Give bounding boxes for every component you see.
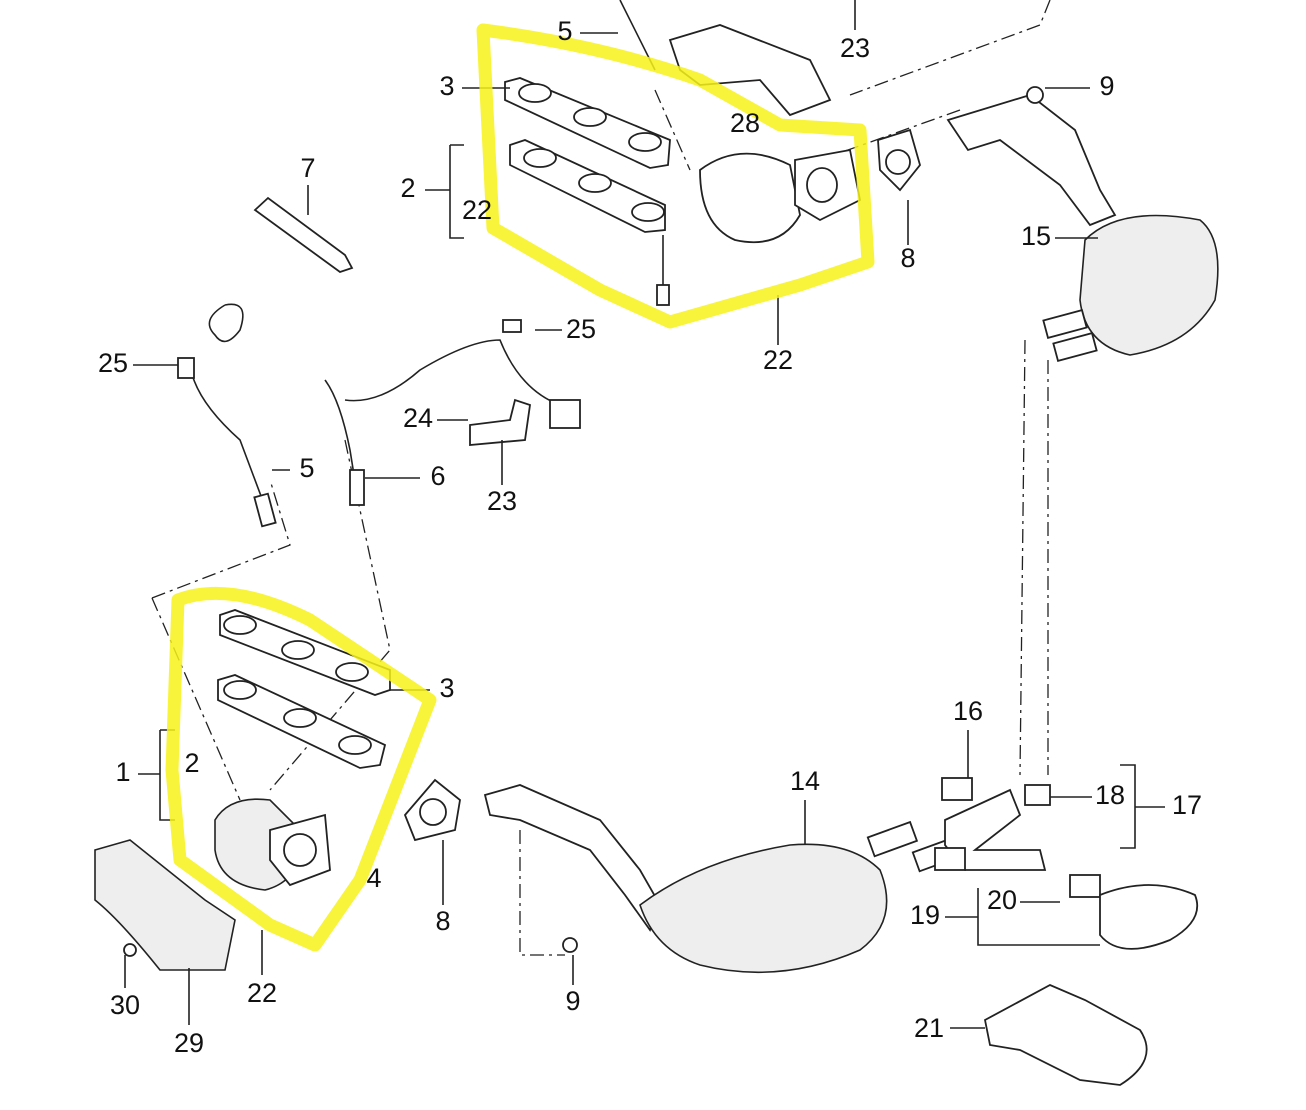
callout-28: 28 — [730, 108, 760, 138]
callout-22: 22 — [763, 345, 793, 375]
callout-22: 22 — [247, 978, 277, 1008]
highlight-bottom-manifold — [165, 586, 437, 952]
callout-2: 2 — [400, 173, 415, 203]
callout-9: 9 — [565, 986, 580, 1016]
bottom-manifold-assembly — [94, 609, 391, 971]
callout-19: 19 — [910, 900, 940, 930]
callout-8: 8 — [900, 243, 915, 273]
callout-23: 23 — [840, 33, 870, 63]
callout-4: 4 — [366, 863, 381, 893]
callout-5: 5 — [299, 453, 314, 483]
callout-29: 29 — [174, 1028, 204, 1058]
rear-pipes-and-tips — [934, 777, 1199, 1086]
callout-20: 20 — [987, 885, 1017, 915]
callout-6: 6 — [430, 461, 445, 491]
rear-muffler-15 — [946, 86, 1219, 362]
callout-1: 1 — [115, 757, 130, 787]
callout-5: 5 — [557, 16, 572, 46]
gasket-top-hole — [885, 149, 911, 175]
callout-14: 14 — [790, 766, 820, 796]
callout-16: 16 — [953, 696, 983, 726]
sealant-tube — [253, 196, 354, 274]
callout-9: 9 — [1099, 71, 1114, 101]
callout-2: 2 — [184, 748, 199, 778]
callout-15: 15 — [1021, 221, 1051, 251]
callout-22: 22 — [462, 195, 492, 225]
callout-7: 7 — [300, 153, 315, 183]
callout-25: 25 — [98, 348, 128, 378]
callout-3: 3 — [439, 673, 454, 703]
callout-30: 30 — [110, 990, 140, 1020]
gasket-bottom-hole — [419, 798, 447, 826]
callout-labels: 5 23 9 3 28 2 22 7 8 15 25 22 25 5 24 6 … — [98, 16, 1202, 1058]
oxygen-sensors — [177, 303, 581, 528]
callout-25: 25 — [566, 314, 596, 344]
callout-21: 21 — [914, 1013, 944, 1043]
center-muffler-14 — [483, 784, 964, 974]
callout-17: 17 — [1172, 790, 1202, 820]
callout-23: 23 — [487, 486, 517, 516]
callout-18: 18 — [1095, 780, 1125, 810]
highlight-top-manifold — [476, 23, 875, 329]
callout-3: 3 — [439, 71, 454, 101]
callout-24: 24 — [403, 403, 433, 433]
callout-8: 8 — [435, 906, 450, 936]
top-manifold-assembly — [504, 0, 862, 306]
